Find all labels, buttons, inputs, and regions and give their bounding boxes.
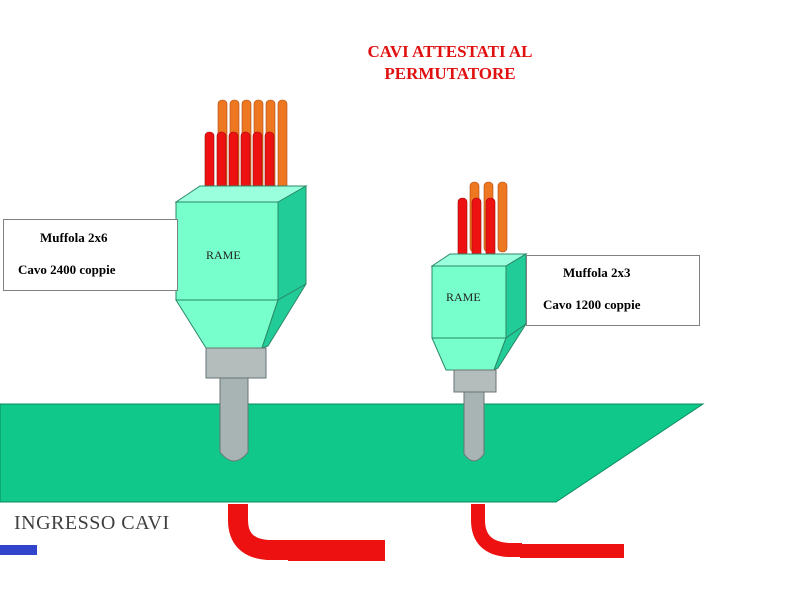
left-cable-closure [174,99,308,462]
left-closure-type: Muffola 2x6 [40,230,108,245]
incoming-cable-left [228,504,385,561]
left-orange-pairs [217,99,288,193]
diagram-title-line-2: PERMUTATORE [384,64,516,83]
right-cable-closure [430,181,528,462]
cable-entry-label: INGRESSO CAVI [14,512,170,534]
cable-entry-floor [0,403,705,503]
right-closure-type: Muffola 2x3 [563,265,631,280]
blue-accent-bar [0,545,37,555]
diagram-title-line-1: CAVI ATTESTATI AL [367,42,533,61]
left-closure-info-box: Muffola 2x6 Cavo 2400 coppie [3,219,178,291]
left-closure-cable: Cavo 2400 coppie [18,262,116,277]
right-closure-label: RAME [446,290,481,304]
right-closure-info-box: Muffola 2x3 Cavo 1200 coppie [526,255,700,326]
incoming-cable-right [471,504,624,558]
right-closure-cable: Cavo 1200 coppie [543,297,641,312]
right-red-pairs [457,197,496,261]
left-closure-label: RAME [206,248,241,262]
